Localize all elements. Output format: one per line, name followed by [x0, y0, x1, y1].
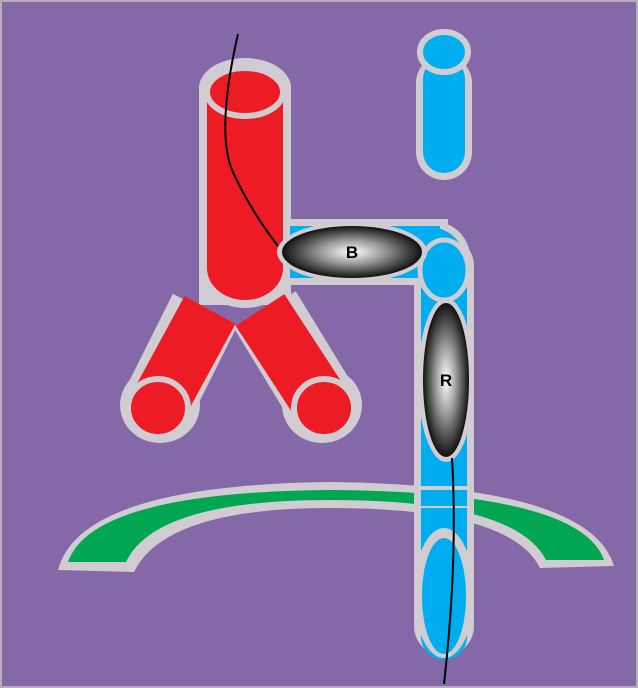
marker-b: B: [277, 222, 427, 282]
marker-r: R: [418, 298, 474, 462]
marker-b-label: B: [346, 243, 358, 262]
blue-tube-front: [414, 486, 474, 658]
blue-short-tube: [416, 32, 472, 180]
marker-r-label: R: [440, 371, 452, 390]
